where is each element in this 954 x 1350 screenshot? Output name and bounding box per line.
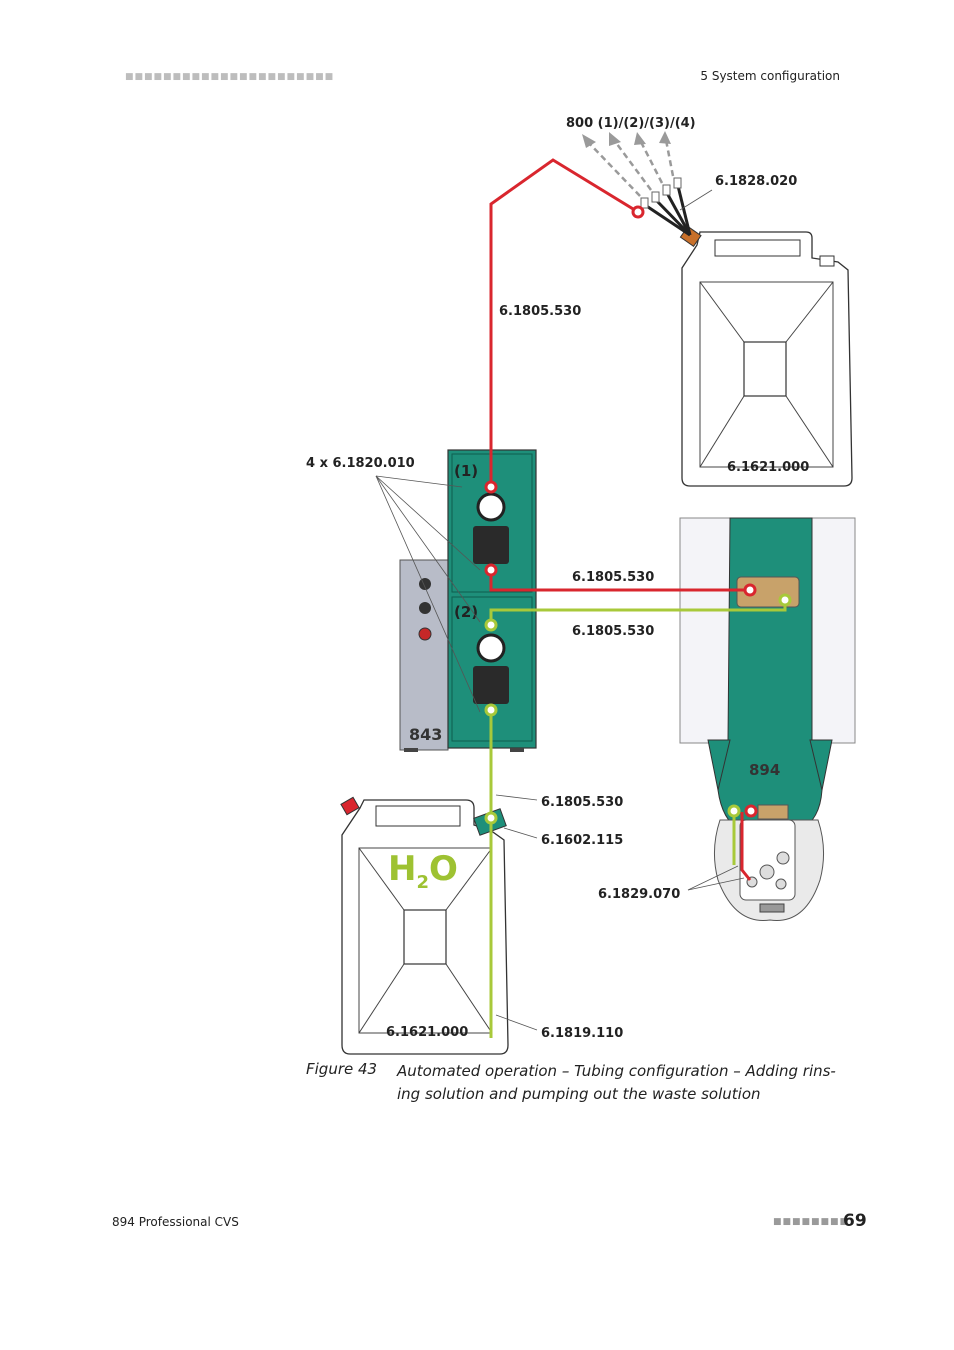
label-canister-water: 6.1621.000 <box>386 1025 468 1040</box>
label-tube-mid-green: 6.1805.530 <box>572 624 654 639</box>
label-pump-1: (1) <box>454 462 478 480</box>
cvs-instrument-894: 894 <box>679 517 856 921</box>
connector-leaders <box>375 475 481 713</box>
label-894: 894 <box>749 761 780 779</box>
label-tube-mid-red: 6.1805.530 <box>572 570 654 585</box>
section-title: 5 System configuration <box>700 69 840 83</box>
label-canister-waste: 6.1621.000 <box>727 460 809 475</box>
h2o-label: H2O <box>388 849 458 893</box>
leader-lines <box>495 794 745 1031</box>
tube-adapter <box>640 177 702 248</box>
outlet-arrow-heads <box>582 131 671 148</box>
label-tube-low: 6.1805.530 <box>541 795 623 810</box>
label-connectors: 4 x 6.1820.010 <box>306 456 415 471</box>
label-pump-2: (2) <box>454 603 478 621</box>
label-tube-top: 6.1805.530 <box>499 304 581 319</box>
red-tubes <box>489 158 752 881</box>
connector-rings <box>484 205 792 825</box>
outlet-arrows <box>587 139 675 197</box>
figure-number: Figure 43 <box>306 1060 378 1078</box>
label-adapter: 6.1828.020 <box>715 174 797 189</box>
footer-decoration: ■■■■■■■■ <box>773 1217 850 1227</box>
header-decoration: ■■■■■■■■■■■■■■■■■■■■■■ <box>125 72 335 82</box>
label-843: 843 <box>409 725 442 744</box>
water-canister: 6.1621.000 <box>340 796 509 1055</box>
label-cap: 6.1602.115 <box>541 833 623 848</box>
product-name: 894 Professional CVS <box>112 1215 239 1229</box>
label-aspiration: 6.1829.070 <box>598 887 680 902</box>
label-outlets: 800 (1)/(2)/(3)/(4) <box>566 116 696 131</box>
waste-canister: 6.1621.000 <box>681 231 853 487</box>
dosing-unit-843: (1) (2) 843 <box>399 449 537 752</box>
page-number: 69 <box>843 1211 867 1231</box>
label-suction: 6.1819.110 <box>541 1026 623 1041</box>
figure-caption: Automated operation – Tubing configurati… <box>397 1062 836 1103</box>
